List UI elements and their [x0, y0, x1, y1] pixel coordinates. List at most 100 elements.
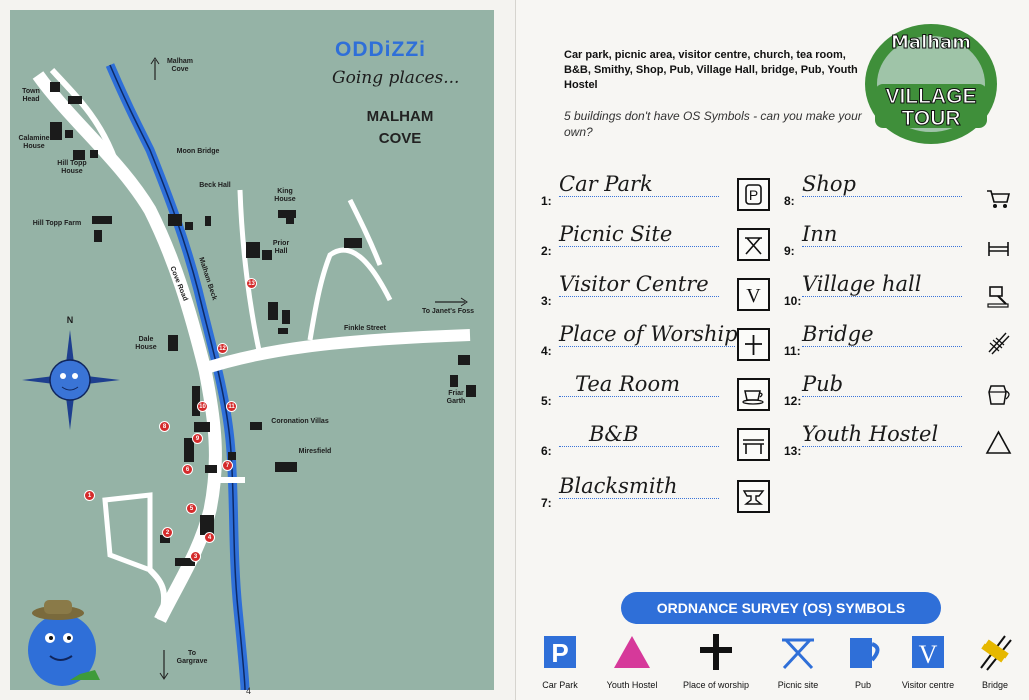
entry-answer[interactable]: Inn: [802, 222, 962, 247]
os-pub-mug-icon: [850, 638, 880, 668]
map-drawing: [22, 57, 476, 690]
triangle-sketch-icon: [985, 430, 1012, 454]
map-marker-11[interactable]: 11: [226, 401, 237, 412]
label-coronation-villas: Coronation Villas: [271, 418, 329, 425]
entry-answer[interactable]: Village hall: [802, 272, 962, 297]
symbol-box-picnic-site[interactable]: [737, 228, 770, 261]
map-marker-9[interactable]: 9: [192, 433, 203, 444]
symbol-box-shop[interactable]: [984, 184, 1014, 214]
brand-subtitle: Going places...: [332, 68, 460, 88]
entry-number: 12:: [784, 394, 802, 408]
symbol-box-pub[interactable]: [984, 380, 1018, 414]
label-calamine-house: Calamine House: [18, 135, 50, 150]
label-malham-cove: Malham Cove: [166, 58, 194, 73]
map-marker-7[interactable]: 7: [222, 460, 233, 471]
entry-answer[interactable]: Visitor Centre: [559, 272, 719, 297]
map-marker-13[interactable]: 13: [246, 278, 257, 289]
os-legend-car-park: P Car Park: [534, 632, 586, 690]
os-caption: Picnic site: [777, 680, 819, 690]
map-marker-12[interactable]: 12: [217, 343, 228, 354]
map-marker-1[interactable]: 1: [84, 490, 95, 501]
entry-number: 4:: [541, 344, 552, 358]
map-marker-10[interactable]: 10: [197, 401, 208, 412]
entry-3: 3: Visitor Centre V: [541, 272, 801, 312]
intro-question: 5 buildings don't have OS Symbols - can …: [564, 109, 862, 139]
bed-symbol-icon: [743, 439, 764, 454]
os-bridge-icon: [980, 635, 1012, 671]
label-janets-foss: To Janet's Foss: [421, 308, 475, 315]
entry-number: 10:: [784, 294, 802, 308]
os-legend-picnic-site: Picnic site: [768, 632, 828, 690]
entry-answer[interactable]: Picnic Site: [559, 222, 719, 247]
intro-list: Car park, picnic area, visitor centre, c…: [564, 49, 858, 91]
os-symbols-banner: ORDNANCE SURVEY (OS) SYMBOLS: [621, 592, 941, 624]
map-marker-3[interactable]: 3: [190, 551, 201, 562]
entry-answer[interactable]: Shop: [802, 172, 962, 197]
trolley-symbol-icon: [987, 190, 1011, 208]
village-map: ODDiZZi Going places... MALHAM COVE Malh…: [10, 10, 494, 690]
entry-12: 12: Pub: [784, 372, 1024, 412]
map-title-line1: MALHAM: [366, 108, 434, 125]
entry-number: 11:: [784, 344, 801, 358]
cross-symbol-icon: [745, 335, 762, 355]
entry-11: 11: Bridge: [784, 322, 1024, 362]
entry-10: 10: Village hall: [784, 272, 1024, 312]
entry-number: 9:: [784, 244, 795, 258]
entry-13: 13: Youth Hostel: [784, 422, 1024, 462]
road-cove-road: [32, 71, 222, 623]
entry-answer[interactable]: Youth Hostel: [802, 422, 962, 447]
map-marker-6[interactable]: 6: [182, 464, 193, 475]
gavel-symbol-icon: [987, 286, 1009, 308]
symbol-box-tea-room[interactable]: [737, 378, 770, 411]
label-to-gargrave: To Gargrave: [176, 650, 208, 665]
symbol-box-place-of-worship[interactable]: [737, 328, 770, 361]
entry-answer[interactable]: Tea Room: [559, 372, 719, 397]
entry-4: 4: Place of Worship: [541, 322, 801, 362]
page-number: 4: [246, 686, 252, 696]
label-moon-bridge: Moon Bridge: [176, 148, 220, 155]
label-beck-hall: Beck Hall: [199, 182, 231, 189]
symbol-box-bnb[interactable]: [737, 428, 770, 461]
os-worship-cross-icon: [700, 634, 732, 670]
symbol-box-car-park[interactable]: P: [737, 178, 770, 211]
compass-rose-icon: [22, 330, 120, 430]
entry-answer[interactable]: Car Park: [559, 172, 719, 197]
entry-9: 9: Inn: [784, 222, 1024, 262]
symbol-box-visitor-centre[interactable]: V: [737, 278, 770, 311]
os-legend-youth-hostel: Youth Hostel: [600, 632, 664, 690]
map-marker-2[interactable]: 2: [162, 527, 173, 538]
badge-line2: TOUR: [901, 107, 961, 130]
os-legend-place-of-worship: Place of worship: [676, 632, 756, 690]
map-title: MALHAM COVE: [355, 106, 445, 150]
map-marker-5[interactable]: 5: [186, 503, 197, 514]
entry-number: 8:: [784, 194, 795, 208]
visitor-centre-letter: V: [746, 285, 761, 307]
os-caption: Bridge: [981, 680, 1008, 690]
entry-answer[interactable]: Place of Worship: [559, 322, 738, 347]
entry-number: 6:: [541, 444, 552, 458]
symbol-box-blacksmith[interactable]: [737, 480, 770, 513]
symbol-box-inn[interactable]: [984, 234, 1014, 264]
entry-number: 2:: [541, 244, 552, 258]
map-marker-8[interactable]: 8: [159, 421, 170, 432]
label-prior-hall: Prior Hall: [272, 240, 290, 255]
map-marker-4[interactable]: 4: [204, 532, 215, 543]
label-king-house: King House: [274, 188, 296, 203]
symbol-box-youth-hostel[interactable]: [984, 428, 1018, 462]
symbol-box-village-hall[interactable]: [984, 282, 1016, 314]
symbol-box-bridge[interactable]: [984, 328, 1018, 362]
os-car-park-icon: P: [544, 636, 576, 668]
mug-sketch-icon: [988, 385, 1010, 405]
teacup-symbol-icon: [742, 390, 764, 405]
badge-title: Malham: [891, 32, 972, 54]
os-legend-pub: Pub: [838, 632, 888, 690]
mascot-explorer-icon: [28, 600, 100, 686]
entry-5: 5: Tea Room: [541, 372, 801, 412]
entry-number: 1:: [541, 194, 552, 208]
entry-answer[interactable]: Pub: [802, 372, 962, 397]
os-visitor-centre-icon: V: [912, 636, 944, 669]
entry-answer[interactable]: Bridge: [802, 322, 962, 347]
entry-answer[interactable]: Blacksmith: [559, 474, 719, 499]
entry-1: 1: Car Park P: [541, 172, 801, 212]
entry-answer[interactable]: B&B: [559, 422, 719, 447]
